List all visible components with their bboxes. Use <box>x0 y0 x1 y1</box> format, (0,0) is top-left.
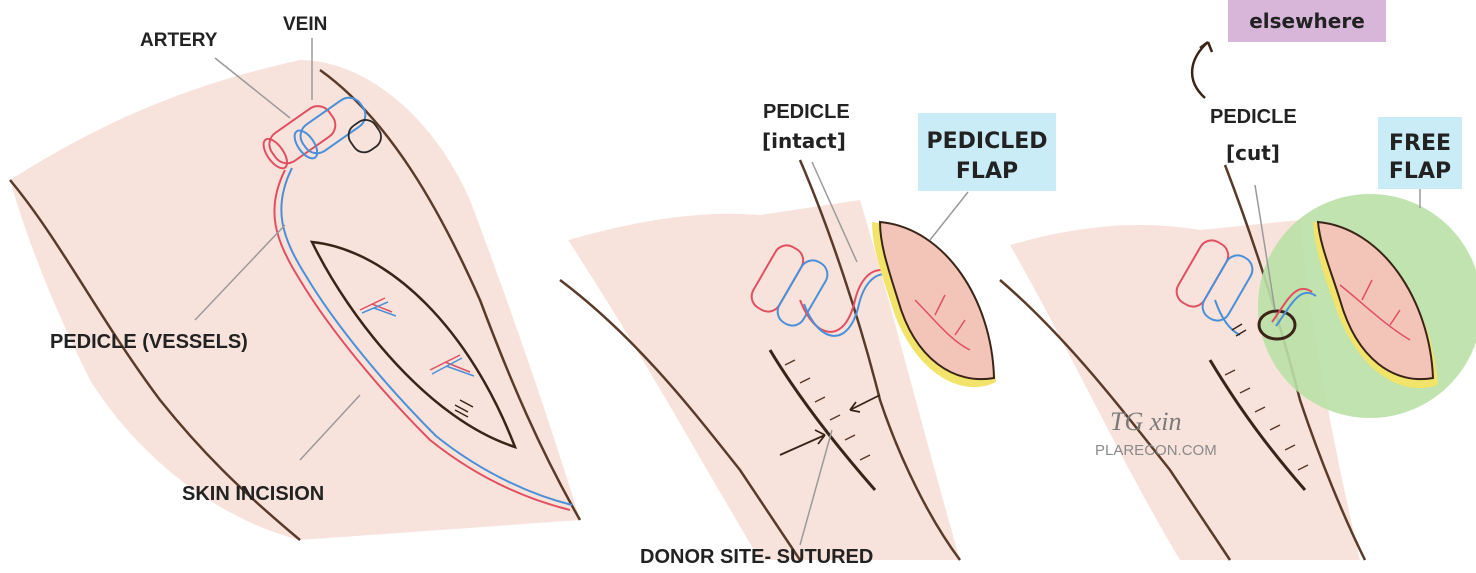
artery-label: ARTERY <box>140 30 218 51</box>
skin-incision-label: SKIN INCISION <box>182 483 324 505</box>
artist-signature: TG xin <box>1110 407 1182 436</box>
website-watermark: PLARECON.COM <box>1095 442 1217 459</box>
pedicle-intact-label-line1: PEDICLE <box>763 101 850 123</box>
elsewhere-label: elsewhere <box>1249 9 1365 33</box>
pedicled-flap-label-line2: FLAP <box>956 159 1018 184</box>
pedicle-vessels-label: PEDICLE (VESSELS) <box>50 331 248 353</box>
donor-site-label: DONOR SITE- SUTURED <box>640 546 873 568</box>
pedicle-cut-label-line1: PEDICLE <box>1210 106 1297 128</box>
vein-label: VEIN <box>283 14 327 35</box>
panel-pedicled-flap: PEDICLE [intact] PEDICLED FLAP DONOR SIT… <box>560 101 1056 568</box>
curved-arrow-up <box>1192 42 1212 98</box>
free-flap-label-line2: FLAP <box>1389 159 1451 184</box>
leader-pedicled-flap <box>930 192 968 240</box>
panel-free-flap: elsewhere PEDICLE [cut] FREE FLAP <box>1000 0 1476 560</box>
pedicled-flap-label-line1: PEDICLED <box>926 129 1047 154</box>
panel-donor-site-with-pedicle: ARTERY VEIN PEDICLE (VESSELS) SKIN INCIS… <box>10 14 580 540</box>
free-flap-label-line1: FREE <box>1389 131 1451 156</box>
pedicle-cut-label-line2: [cut] <box>1226 141 1280 165</box>
pedicle-intact-label-line2: [intact] <box>762 129 846 153</box>
